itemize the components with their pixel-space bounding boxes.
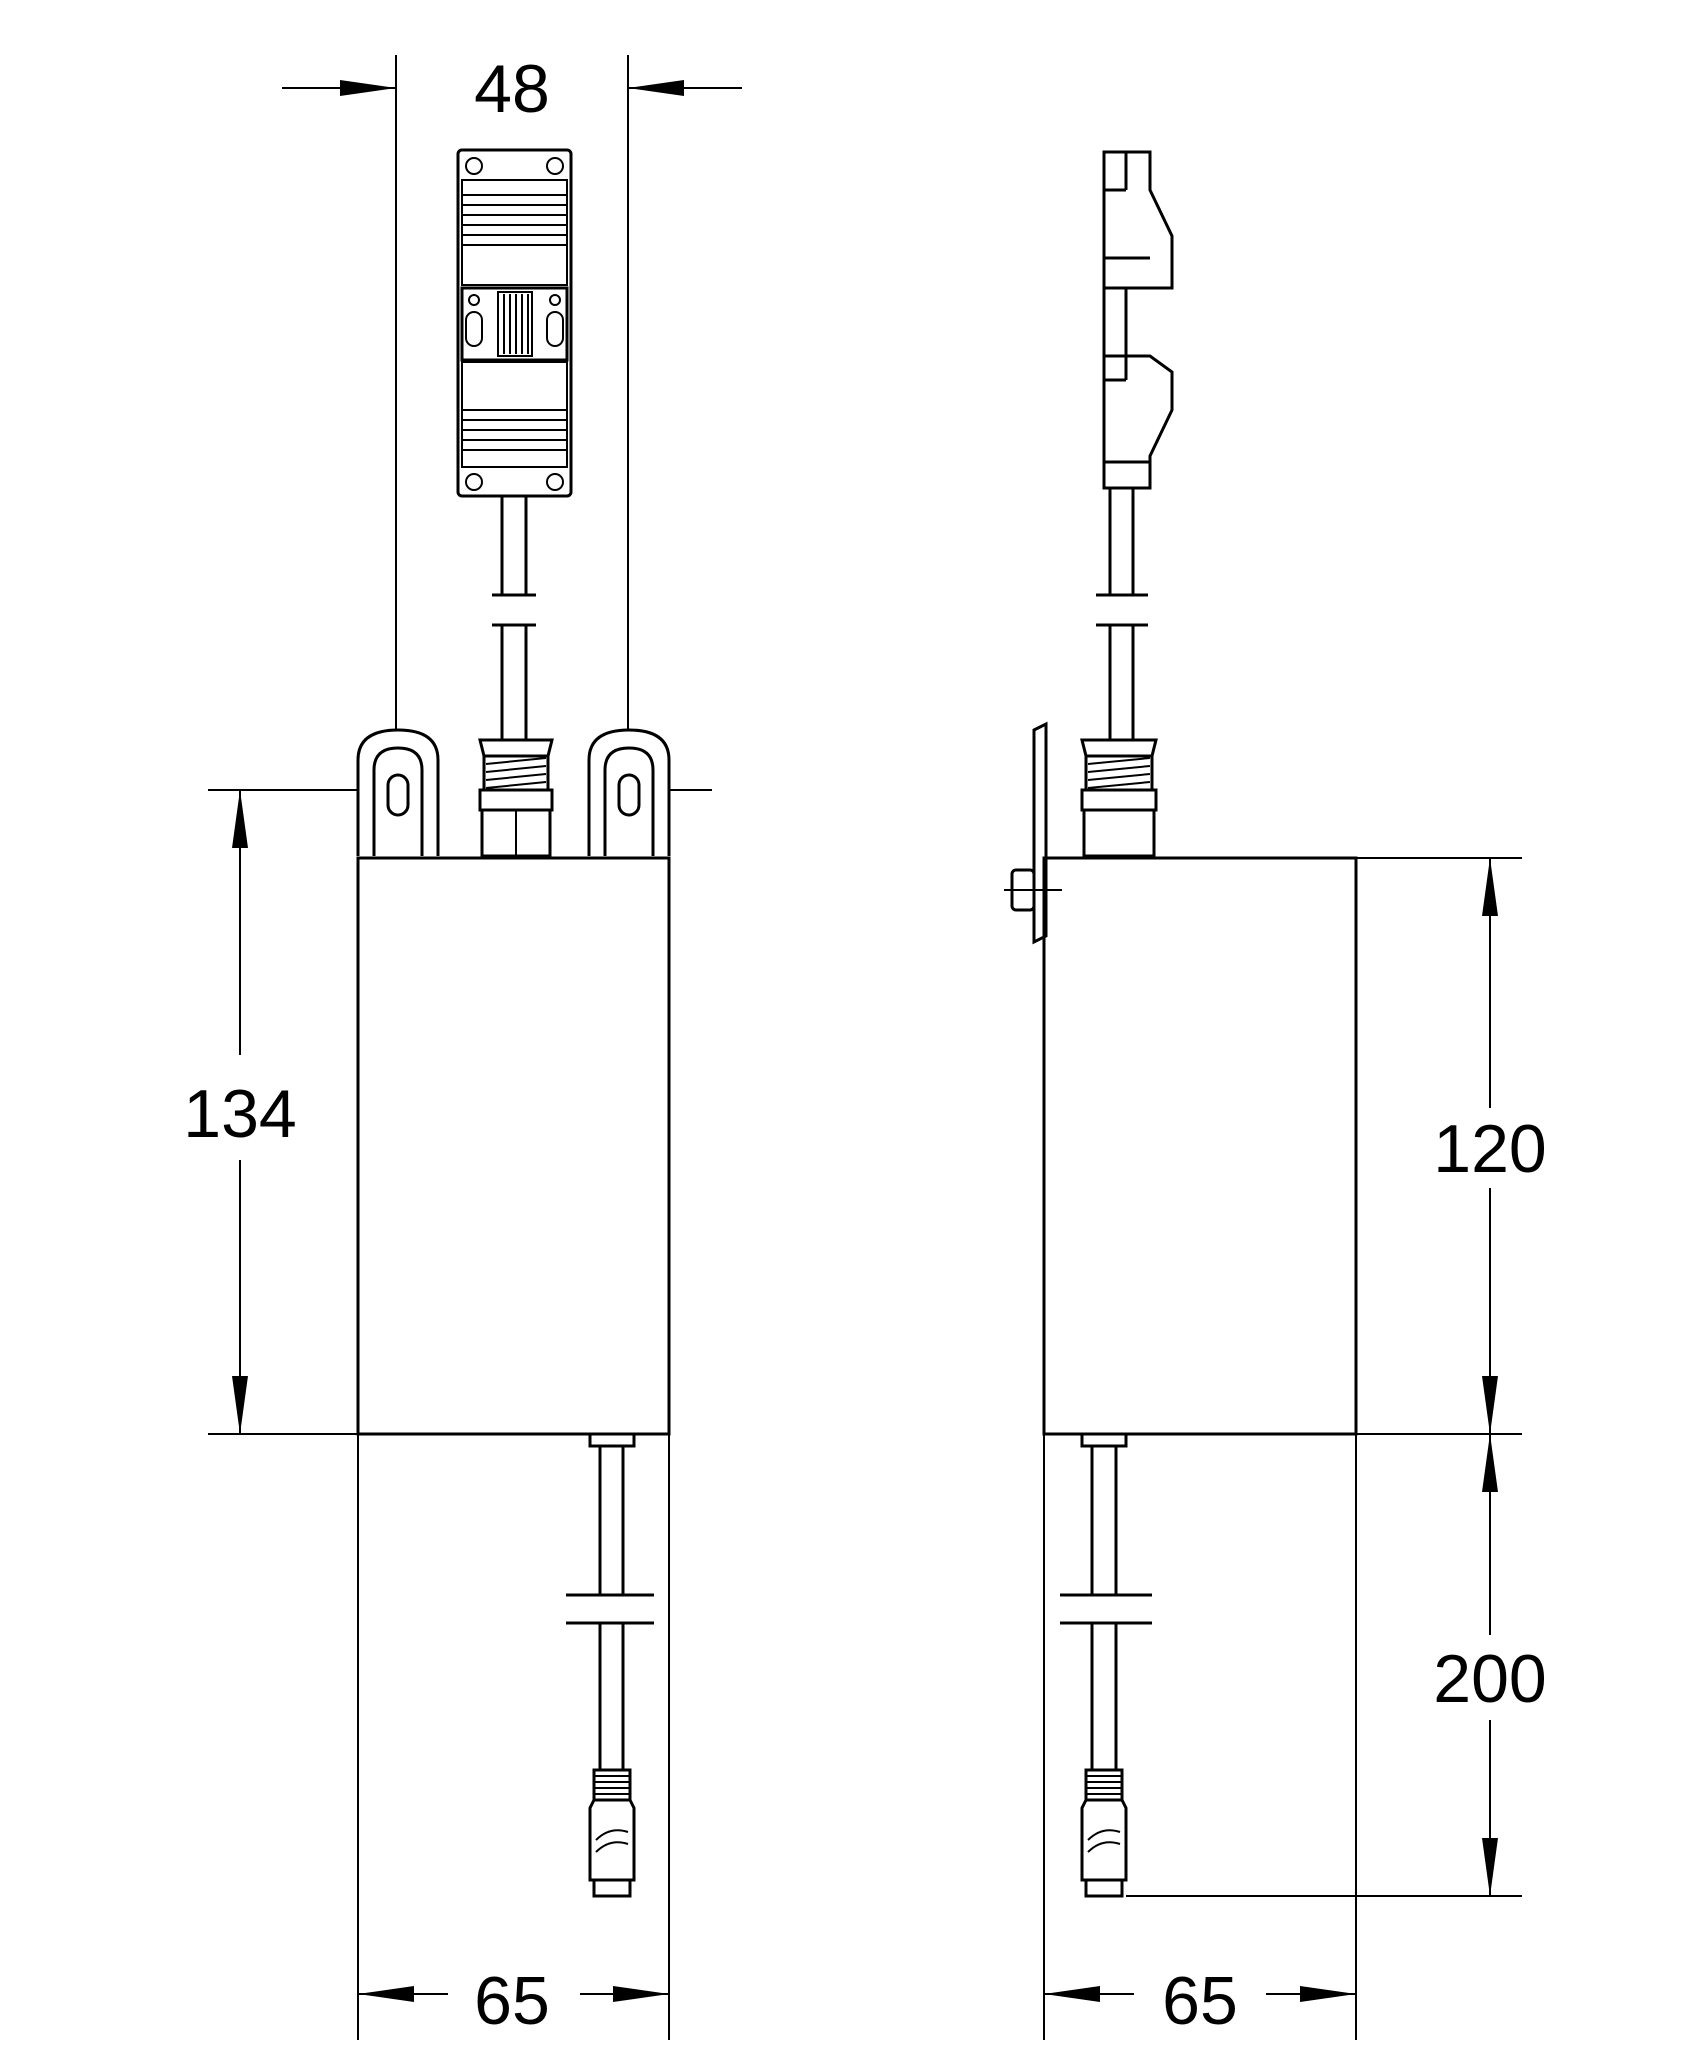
side-body xyxy=(1042,856,1358,1436)
dim-front-body-height: 134 xyxy=(183,789,712,1435)
side-bracket-profile xyxy=(1102,150,1174,490)
dim-label-134: 134 xyxy=(183,1076,296,1152)
front-mounting-lug-left xyxy=(356,728,440,856)
front-body xyxy=(356,856,671,1436)
front-top-cable xyxy=(492,496,536,740)
front-connector-block xyxy=(456,148,573,498)
side-bottom-plug xyxy=(1080,1768,1128,1898)
side-view: 120 200 65 xyxy=(1004,150,1547,2040)
front-mounting-lug-right xyxy=(587,728,671,856)
front-cable-gland xyxy=(478,738,554,858)
dim-label-200: 200 xyxy=(1433,1641,1546,1717)
dim-label-120: 120 xyxy=(1433,1111,1546,1187)
dim-front-bottom-width: 65 xyxy=(357,1434,670,2040)
dim-side-heights: 120 200 xyxy=(1126,857,1547,1897)
dim-front-top-width: 48 xyxy=(282,51,742,730)
dim-label-48: 48 xyxy=(474,51,550,127)
side-bottom-cable xyxy=(1060,1432,1152,1770)
side-mounting-plate xyxy=(1004,721,1062,945)
front-bottom-plug xyxy=(588,1768,636,1898)
dim-label-65-front: 65 xyxy=(474,1963,550,2039)
dim-label-65-side: 65 xyxy=(1162,1963,1238,2039)
side-cable-gland xyxy=(1080,738,1158,858)
dim-side-bottom-width: 65 xyxy=(1043,1434,1357,2040)
side-top-cable xyxy=(1096,488,1148,740)
front-view: 48 134 65 xyxy=(183,51,742,2040)
front-bottom-cable xyxy=(566,1432,654,1770)
